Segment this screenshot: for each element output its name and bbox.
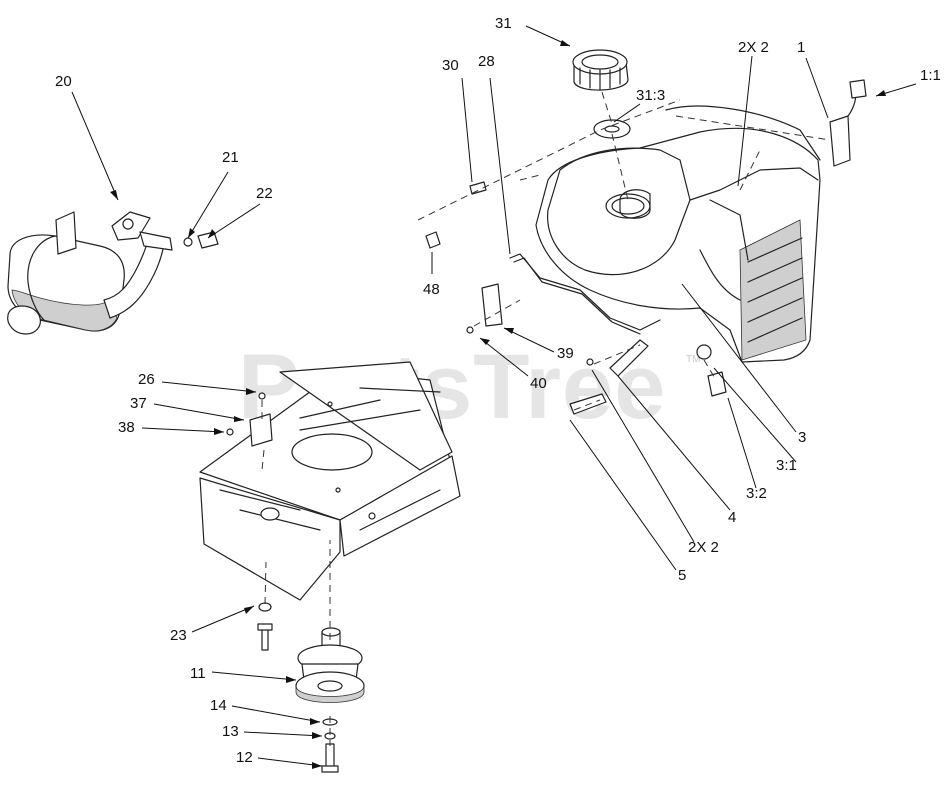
fuel-tank[interactable] xyxy=(535,105,821,363)
fuel-valve-grommet[interactable] xyxy=(696,344,712,360)
fuel-cap[interactable] xyxy=(572,49,629,91)
assembly-line-top xyxy=(417,99,681,221)
hose-clamp-small[interactable] xyxy=(586,358,594,366)
bracket-screw[interactable] xyxy=(466,326,474,334)
assembly-line-screws xyxy=(739,149,761,191)
callout-20: 20 xyxy=(55,73,72,90)
callout-31-3: 31:3 xyxy=(636,87,665,104)
callout-2x2-top: 2X 2 xyxy=(738,39,769,56)
callout-14: 14 xyxy=(210,697,227,714)
muffler-nut[interactable] xyxy=(197,231,219,249)
callout-2x2-bottom: 2X 2 xyxy=(688,539,719,556)
callout-labels: 20 21 22 30 28 31 31:3 2X 2 1 1:1 48 39 … xyxy=(55,15,941,766)
callout-11: 11 xyxy=(190,665,206,682)
fuel-line[interactable] xyxy=(509,253,661,331)
frame-screw[interactable] xyxy=(258,392,266,400)
callout-3-1: 3:1 xyxy=(776,457,797,474)
lock-washer[interactable] xyxy=(183,237,193,247)
assembly-line-bracket-screw xyxy=(473,299,521,327)
watermark-trademark: TM xyxy=(686,354,700,365)
muffler-assembly[interactable] xyxy=(7,211,173,335)
callout-23: 23 xyxy=(170,627,187,644)
fuel-switch[interactable] xyxy=(829,79,867,167)
hose-clamp[interactable] xyxy=(425,231,441,249)
callout-13: 13 xyxy=(222,723,239,740)
filter-hose[interactable] xyxy=(569,393,607,415)
assembly-line-short xyxy=(519,174,541,181)
assembly-line-valve xyxy=(703,359,717,381)
leader-arrowheads xyxy=(110,40,886,769)
assembly-line-hose xyxy=(593,344,641,365)
callout-48: 48 xyxy=(423,281,440,298)
pulley-bolt[interactable] xyxy=(321,743,339,773)
callout-1-1: 1:1 xyxy=(920,67,941,84)
callout-39: 39 xyxy=(557,345,574,362)
leader-lines xyxy=(71,25,917,767)
callout-30: 30 xyxy=(442,57,459,74)
callout-22: 22 xyxy=(256,185,273,202)
frame-deck[interactable] xyxy=(199,361,461,601)
assembly-line-switch xyxy=(675,115,831,141)
callout-38: 38 xyxy=(118,419,135,436)
frame-nut[interactable] xyxy=(226,428,234,436)
callout-26: 26 xyxy=(138,371,155,388)
assembly-line-filter xyxy=(573,399,601,411)
callout-1: 1 xyxy=(797,39,805,56)
callout-4: 4 xyxy=(728,509,736,526)
tank-bracket[interactable] xyxy=(481,283,503,327)
fuel-line-clamp[interactable] xyxy=(469,181,487,195)
fuel-cap-gasket-hole xyxy=(604,125,620,133)
fuel-valve[interactable] xyxy=(707,371,727,397)
callout-28: 28 xyxy=(478,53,495,70)
callout-31: 31 xyxy=(495,15,512,32)
callout-3: 3 xyxy=(798,429,806,446)
callout-12: 12 xyxy=(236,749,253,766)
callout-3-2: 3:2 xyxy=(746,485,767,502)
bolt[interactable] xyxy=(257,602,273,651)
fuel-cap-gasket[interactable] xyxy=(593,119,631,139)
pulley[interactable] xyxy=(295,627,365,703)
callout-40: 40 xyxy=(530,375,547,392)
assembly-line-bracket xyxy=(261,400,265,471)
callout-5: 5 xyxy=(678,567,686,584)
assembly-line-cap xyxy=(601,91,613,125)
callout-21: 21 xyxy=(222,149,239,166)
callout-37: 37 xyxy=(130,395,147,412)
